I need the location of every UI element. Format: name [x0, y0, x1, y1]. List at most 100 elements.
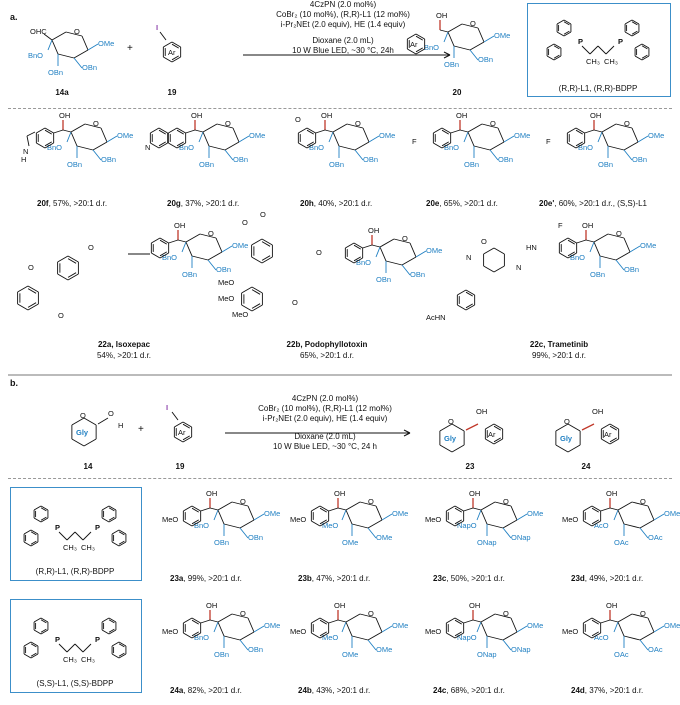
aromatic-bond	[454, 519, 462, 525]
ring-bond	[311, 520, 321, 527]
bond	[401, 264, 411, 276]
pyranose-bond	[486, 635, 504, 641]
oh-label: OH	[334, 601, 345, 610]
bond	[637, 135, 649, 143]
sub-3: OAc	[614, 650, 629, 659]
ring-bond	[439, 444, 453, 453]
ring-bond	[306, 142, 316, 149]
n-label: N	[466, 253, 471, 262]
aryl-substituent: F	[546, 137, 551, 146]
ring-bond	[493, 247, 505, 255]
ring-oxygen: O	[640, 497, 646, 506]
sub-4: BnO	[578, 143, 593, 152]
ring-bond	[457, 289, 467, 296]
aromatic-bond	[465, 303, 473, 309]
aromatic-bond	[159, 239, 167, 245]
pyranose-bond	[379, 246, 387, 262]
sub-3: ONap	[477, 650, 497, 659]
bond	[43, 33, 53, 41]
cond-a-4: Dioxane (2.0 mL)	[312, 36, 374, 45]
ring-bond	[483, 265, 495, 273]
bond	[600, 619, 611, 624]
ring-bond	[415, 48, 425, 55]
bond	[328, 131, 334, 143]
pyranose-bond	[601, 131, 609, 147]
aromatic-bond	[563, 21, 570, 26]
ring-bond	[546, 43, 555, 49]
ring-bond	[583, 617, 593, 624]
ketone-o: O	[58, 311, 64, 320]
arrow-head	[443, 54, 451, 59]
aromatic-bond	[591, 519, 599, 525]
ome-label: OMe	[117, 131, 133, 140]
sub-2: OBn	[632, 155, 647, 164]
ring-bond	[111, 529, 120, 535]
pyranose-bond	[593, 241, 601, 257]
ring-bond	[493, 423, 503, 430]
aromatic-bond	[176, 141, 184, 147]
sub-2: OBn	[233, 155, 248, 164]
ring-bond	[624, 31, 633, 37]
bond	[239, 639, 249, 651]
label-14: 14	[83, 462, 93, 471]
bond	[337, 619, 347, 623]
aromatic-bond	[609, 437, 617, 443]
bond	[362, 244, 373, 249]
aromatic-bond	[191, 619, 199, 625]
ring-bond	[57, 273, 69, 281]
bond	[74, 643, 84, 653]
ring-bond	[251, 238, 263, 246]
ring-bond	[71, 417, 85, 426]
ring-bond	[261, 256, 273, 264]
bond	[177, 239, 187, 243]
ring-bond	[174, 436, 184, 443]
bond	[503, 135, 515, 143]
ring-bond	[641, 55, 650, 61]
caption-20g: 20g, 37%, >20:1 d.r.	[167, 199, 240, 208]
ome-label: OMe	[514, 131, 530, 140]
phosphorus: P	[95, 523, 100, 532]
ome-label: OMe	[232, 241, 248, 250]
pyranose-bond	[332, 131, 340, 147]
ring-bond	[118, 529, 127, 535]
pyranose-bond	[76, 145, 94, 151]
pyranose-bond	[607, 145, 625, 151]
ring-bond	[27, 285, 39, 293]
aromatic-bond	[118, 540, 125, 545]
pyranose-bond	[362, 127, 370, 143]
sub-2: OBn	[101, 155, 116, 164]
ome-label: OMe	[264, 509, 280, 518]
aromatic-bond	[591, 507, 599, 513]
ligand-caption-b1: (R,R)-L1, (R,R)-BDPP	[35, 567, 115, 576]
aromatic-bond	[159, 251, 167, 257]
aryl-substituent: MeO	[162, 515, 178, 524]
bond	[584, 129, 595, 134]
aromatic-bond	[441, 129, 449, 135]
bond	[489, 149, 499, 161]
arrow-head	[403, 432, 411, 437]
ome-label: OMe	[264, 621, 280, 630]
achn-label: AcHN	[426, 313, 446, 322]
ring-bond	[591, 617, 601, 624]
ring-bond	[624, 19, 633, 25]
ring-bond	[407, 33, 417, 40]
ome-label: OMe	[648, 131, 664, 140]
bond	[26, 135, 30, 147]
bond	[623, 149, 633, 161]
bond	[516, 513, 528, 521]
aromatic-bond	[306, 129, 314, 135]
ring-bond	[27, 303, 39, 311]
pyranose-bond	[207, 251, 223, 261]
pyranose-bond	[223, 523, 241, 529]
ring-bond	[319, 632, 329, 639]
sub-4: BnO	[194, 633, 209, 642]
oh-label: OH	[606, 489, 617, 498]
aryl-substituent: F	[412, 137, 417, 146]
aromatic-bond	[261, 241, 271, 247]
bond	[463, 507, 474, 512]
ring-bond	[191, 520, 201, 527]
ring-bond	[601, 423, 611, 430]
pyranose-bond	[354, 141, 370, 151]
aromatic-bond	[30, 540, 37, 545]
